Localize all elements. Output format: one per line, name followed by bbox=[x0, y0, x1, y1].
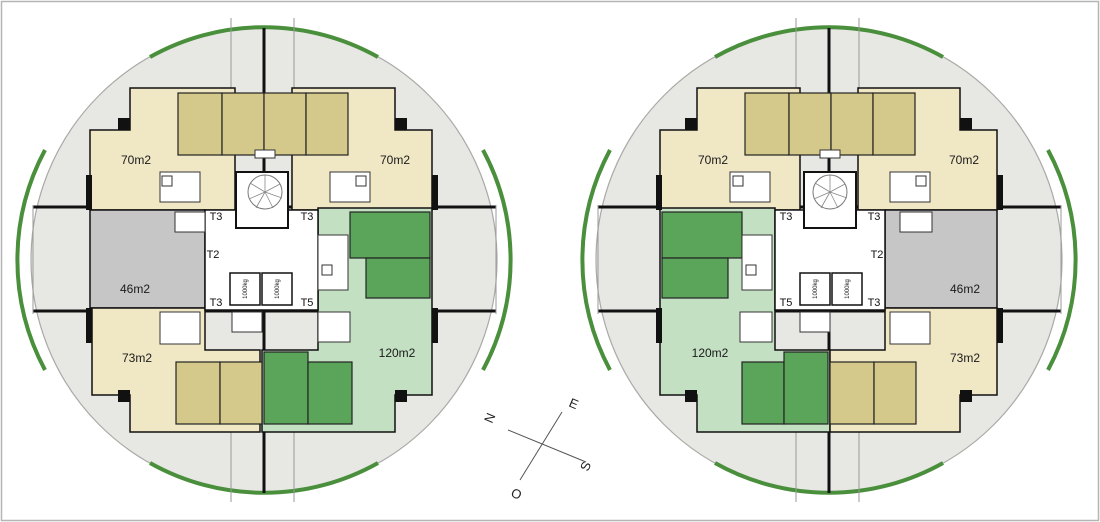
core-label: T3 bbox=[780, 211, 793, 223]
stair-steps bbox=[813, 175, 848, 209]
core-label: T2 bbox=[871, 249, 884, 261]
green-rim-top bbox=[149, 25, 379, 59]
core-label: T5 bbox=[780, 297, 793, 309]
elevator-car bbox=[261, 272, 293, 306]
column-stubs bbox=[86, 118, 438, 402]
elevator-capacity-label: 1000kg bbox=[845, 279, 851, 299]
column-stubs bbox=[656, 118, 1003, 402]
elevator-capacity-label: 1000kg bbox=[243, 279, 249, 299]
unit-area-label: 120m2 bbox=[692, 346, 729, 360]
core-label: T2 bbox=[207, 249, 220, 261]
balcony-rails bbox=[32, 18, 497, 502]
core-label: T3 bbox=[868, 211, 881, 223]
compass-axis-ns bbox=[507, 429, 587, 463]
left-tower-plan: 70m2 70m2 46m2 73m2 120m2 T3 T3 T2 T3 T5… bbox=[15, 18, 513, 502]
green-rim-left bbox=[580, 149, 612, 371]
compass-axis-eo bbox=[519, 411, 563, 481]
unit-area-label: 70m2 bbox=[949, 153, 979, 167]
green-rim-left bbox=[15, 149, 47, 371]
elevator-car bbox=[799, 272, 831, 306]
balcony-rails bbox=[597, 18, 1062, 502]
core-label: T3 bbox=[301, 211, 314, 223]
core-label: T3 bbox=[210, 297, 223, 309]
unit-area-label: 70m2 bbox=[380, 153, 410, 167]
green-rim-top bbox=[714, 25, 944, 59]
elevator-capacity-label: 1000kg bbox=[813, 279, 819, 299]
bath-fixtures bbox=[159, 149, 371, 345]
unit-area-label: 73m2 bbox=[950, 351, 980, 365]
bedroom-blocks bbox=[175, 92, 431, 425]
unit-area-label: 46m2 bbox=[950, 282, 980, 296]
elevator-car bbox=[229, 272, 261, 306]
green-rim-right bbox=[1046, 149, 1078, 371]
core-label: T3 bbox=[210, 211, 223, 223]
elevator-capacity-label: 1000kg bbox=[275, 279, 281, 299]
right-tower-plan: 70m2 70m2 46m2 73m2 120m2 T3 T3 T2 T5 T3… bbox=[580, 18, 1078, 502]
bedroom-blocks bbox=[661, 92, 917, 425]
unit-area-label: 73m2 bbox=[122, 351, 152, 365]
bath-fixtures bbox=[729, 149, 933, 345]
green-rim-right bbox=[481, 149, 513, 371]
unit-area-label: 70m2 bbox=[698, 153, 728, 167]
elevator-car bbox=[831, 272, 863, 306]
unit-area-label: 70m2 bbox=[121, 153, 151, 167]
unit-area-label: 46m2 bbox=[120, 282, 150, 296]
core-label: T3 bbox=[868, 297, 881, 309]
core-label: T5 bbox=[301, 297, 314, 309]
stair-steps bbox=[248, 175, 283, 209]
unit-area-label: 120m2 bbox=[379, 346, 416, 360]
